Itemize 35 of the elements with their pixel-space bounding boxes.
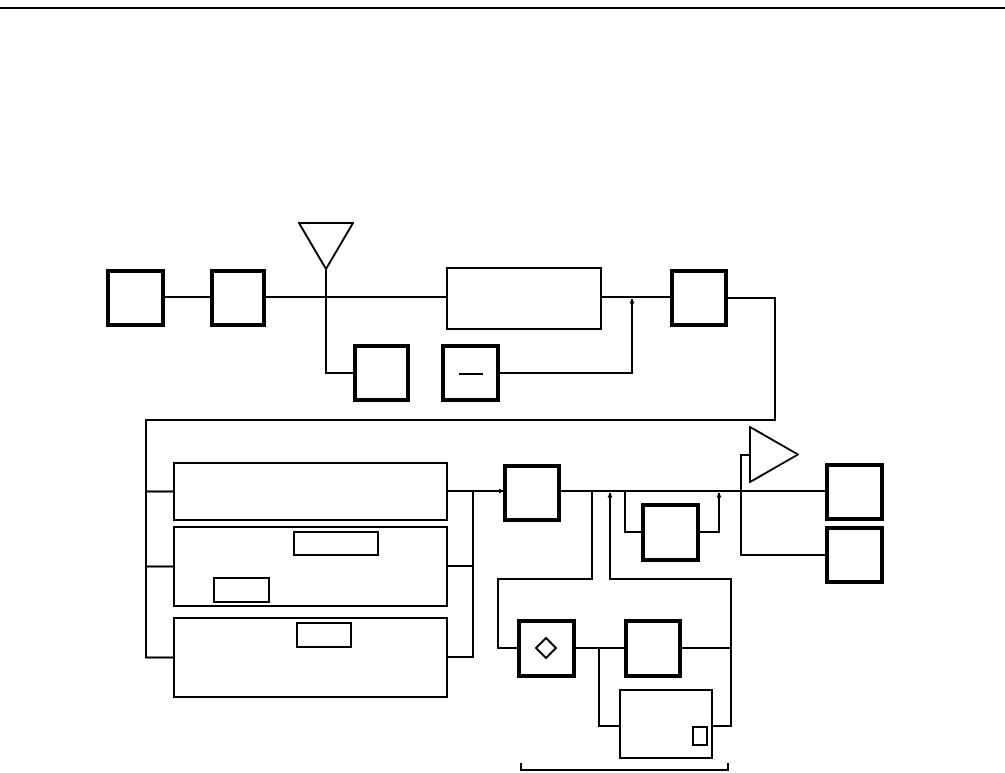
block-box [210,269,266,327]
connector-line [164,296,211,298]
amplifier-symbol [749,426,799,483]
block-box [503,464,561,522]
block-box [441,344,500,402]
block-box [825,463,884,521]
block-box [670,269,728,327]
block-box [353,344,410,402]
arrow [607,492,732,649]
block-box [619,689,713,759]
connector-line [560,490,642,533]
block-box [296,622,352,648]
block-box [173,462,448,521]
block-box [213,577,270,603]
connector-line [740,454,826,556]
block-box [641,503,700,562]
block-box [517,619,576,678]
connector-line [601,296,671,298]
connector-line [497,490,593,649]
block-box [173,526,448,607]
block-box [825,526,884,584]
connector-line [325,269,354,374]
connector-line [575,647,620,727]
block-box [293,531,379,556]
connector-line [681,647,732,727]
arrow [499,298,635,374]
block-box [446,267,602,330]
block-box [692,726,708,746]
block-box [106,269,165,327]
antenna-symbol [298,222,354,270]
block-box [173,617,448,698]
connector-line [145,297,776,659]
arrow [699,492,722,533]
block-box [624,619,682,678]
arrow [447,488,504,658]
